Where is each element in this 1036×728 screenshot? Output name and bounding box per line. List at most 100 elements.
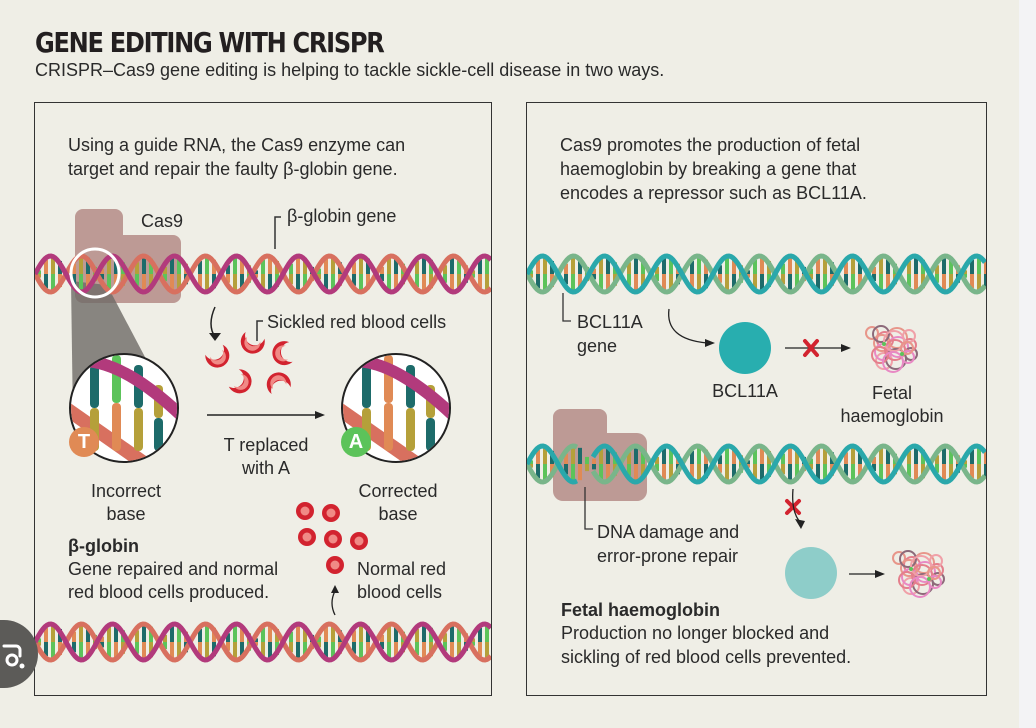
base-pair: [324, 626, 328, 642]
corrected-base-line1: Corrected: [358, 481, 438, 501]
base-pair: [718, 274, 722, 283]
base-pair: [592, 458, 596, 464]
base-pair: [781, 274, 785, 285]
badge-corrected-base-A: A: [341, 427, 371, 457]
base-pair: [422, 274, 426, 292]
base-pair: [163, 634, 167, 642]
base-pair: [571, 446, 575, 464]
base-pair: [51, 256, 55, 274]
base-pair: [844, 262, 848, 274]
base-pair: [529, 274, 533, 278]
base-pair: [149, 274, 153, 290]
base-pair: [858, 274, 862, 290]
normal-cells-arrow: [331, 585, 339, 616]
base-pair: [732, 274, 736, 291]
base-pair: [571, 274, 575, 292]
base-pair: [788, 446, 792, 464]
base-pair: [212, 627, 216, 642]
base-pair: [478, 259, 482, 274]
base-pair: [317, 268, 321, 274]
bcl11a-gene-line1: BCL11A: [577, 312, 643, 332]
base-pair: [142, 642, 146, 660]
base-pair: [599, 258, 603, 274]
base-pair: [697, 446, 701, 464]
sickled-cells-label: Sickled red blood cells: [267, 312, 447, 332]
normal-cells-line1: Normal red: [357, 559, 447, 579]
base-pair: [51, 642, 55, 660]
base-pair: [198, 260, 202, 274]
base-pair: [254, 638, 258, 642]
base-pair: [753, 449, 757, 464]
base-pair: [331, 624, 335, 642]
base-pair: [163, 266, 167, 274]
base-pair: [585, 456, 589, 464]
sickled-cell: [240, 331, 265, 354]
target-highlight-circle: [69, 247, 121, 299]
gene-label-bracket: [274, 216, 281, 249]
base-pair: [641, 258, 645, 274]
right-summary-line1: Production no longer blocked and: [561, 623, 830, 643]
base-pair: [142, 624, 146, 642]
base-pair: [72, 274, 76, 285]
base-pair: [289, 274, 293, 285]
base-pair: [296, 274, 300, 292]
base-pair: [352, 642, 356, 654]
base-pair: [429, 627, 433, 642]
base-pair: [205, 624, 209, 642]
page-scrollbar[interactable]: [1019, 0, 1036, 728]
visual-search-lens-button[interactable]: [0, 620, 38, 688]
lens-base: [362, 365, 371, 408]
base-pair: [485, 642, 489, 660]
base-pair: [37, 270, 41, 274]
base-pair: [254, 642, 258, 646]
base-pair: [296, 624, 300, 642]
base-pair: [760, 274, 764, 292]
base-pair: [543, 274, 547, 292]
base-pair: [107, 642, 111, 658]
base-pair: [725, 257, 729, 274]
badge-incorrect-base-T: T: [69, 427, 99, 457]
base-pair: [478, 642, 482, 657]
base-pair: [935, 455, 939, 464]
base-pair: [100, 274, 104, 280]
base-pair: [662, 464, 666, 481]
base-pair: [44, 627, 48, 642]
base-pair: [697, 256, 701, 274]
base-pair: [324, 258, 328, 274]
base-pair: [387, 642, 391, 659]
base-pair: [44, 259, 48, 274]
haemoglobin-tangle: [865, 325, 918, 373]
base-pair: [268, 274, 272, 292]
base-pair: [571, 464, 575, 482]
base-pair: [662, 274, 666, 291]
base-pair: [879, 464, 883, 481]
base-pair: [422, 624, 426, 642]
base-pair: [704, 464, 708, 479]
base-pair: [366, 258, 370, 274]
base-pair: [443, 633, 447, 642]
base-pair: [963, 274, 967, 278]
base-pair: [760, 464, 764, 482]
fetal-line1: Fetal: [871, 383, 913, 403]
base-pair: [669, 446, 673, 464]
base-pair: [872, 266, 876, 274]
replace-line2: with A: [241, 458, 291, 478]
base-pair: [879, 274, 883, 291]
lens-base: [134, 408, 143, 451]
base-pair: [142, 274, 146, 292]
base-pair: [485, 624, 489, 642]
base-pair: [886, 256, 890, 274]
base-pair: [359, 642, 363, 660]
base-pair: [149, 626, 153, 642]
dna-strand-b: [527, 443, 986, 485]
base-pair: [415, 260, 419, 274]
base-pair: [72, 642, 76, 653]
dna-helix-broken: [527, 443, 986, 485]
panel-beta-globin-repair: Using a guide RNA, the Cas9 enzyme can t…: [34, 102, 492, 696]
base-pair: [543, 464, 547, 482]
base-pair: [732, 257, 736, 274]
right-annotations: [562, 293, 851, 374]
base-pair: [788, 256, 792, 274]
base-pair: [725, 274, 729, 291]
